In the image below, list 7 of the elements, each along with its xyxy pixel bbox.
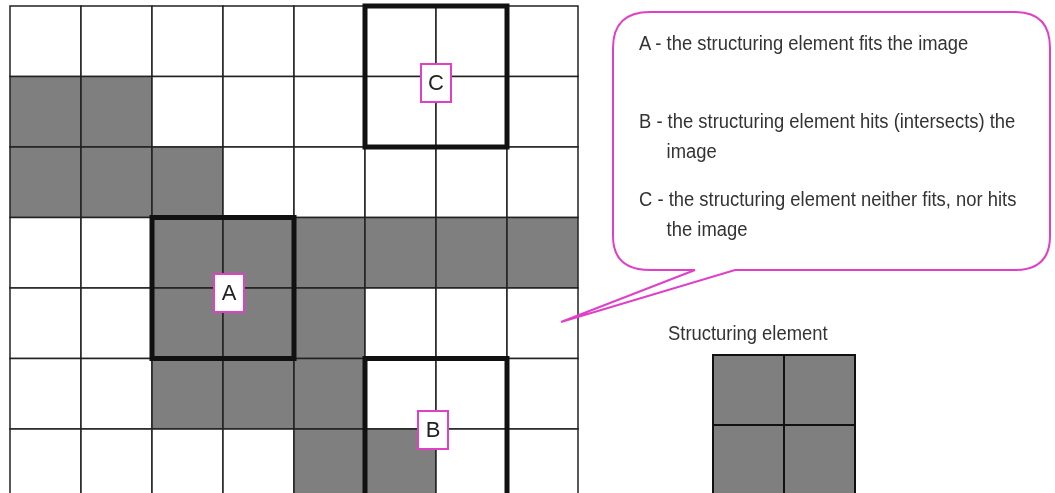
label-box: B bbox=[417, 410, 449, 450]
label-box: A bbox=[213, 273, 245, 313]
callout-text: A - the structuring element fits the image bbox=[639, 31, 970, 56]
label-box: C bbox=[420, 63, 452, 103]
structuring-element-heading: Structuring element bbox=[668, 322, 828, 345]
callout-text: C - the structuring element neither fits, nor hits the image bbox=[639, 187, 1018, 242]
callout-text: B - the structuring element hits (intersects) the image bbox=[639, 109, 1017, 164]
